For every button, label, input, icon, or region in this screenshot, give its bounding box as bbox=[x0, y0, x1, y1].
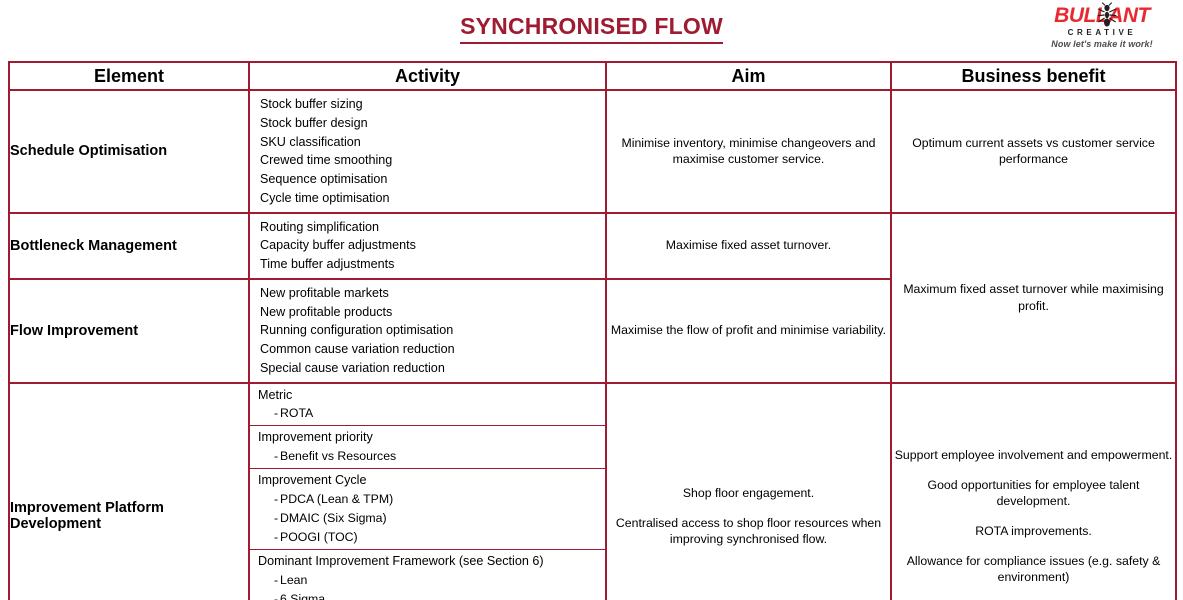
subblock-items: -ROTA bbox=[258, 404, 605, 423]
synchronised-flow-table: Element Activity Aim Business benefit Sc… bbox=[8, 61, 1177, 600]
column-header-element: Element bbox=[8, 61, 250, 91]
column-header-activity: Activity bbox=[248, 61, 607, 91]
activity-item: Stock buffer sizing bbox=[260, 97, 363, 111]
ant-icon bbox=[1097, 2, 1117, 27]
logo-subtitle: CREATIVE bbox=[1067, 28, 1137, 37]
table-row: Schedule Optimisation Stock buffer sizin… bbox=[8, 89, 1177, 214]
page-title-text: SYNCHRONISED FLOW bbox=[460, 13, 723, 44]
activity-subblock-dominant-improvement-framework: Dominant Improvement Framework (see Sect… bbox=[250, 550, 605, 600]
dash-bullet-icon: - bbox=[274, 592, 279, 600]
aim-paragraph: Shop floor engagement. bbox=[682, 486, 815, 501]
subblock-item: -DMAIC (Six Sigma) bbox=[258, 509, 605, 528]
subblock-title: Dominant Improvement Framework (see Sect… bbox=[258, 554, 544, 569]
subblock-items: -Lean -6 Sigma -Theory of Constraints (T… bbox=[258, 571, 605, 600]
subblock-item: -Lean bbox=[258, 571, 605, 590]
activity-list: Routing simplification Capacity buffer a… bbox=[250, 214, 605, 278]
dash-bullet-icon: - bbox=[274, 511, 279, 526]
aim-flow-improvement: Maximise the flow of profit and minimise… bbox=[605, 277, 892, 384]
activity-list: Stock buffer sizing Stock buffer design … bbox=[250, 91, 605, 212]
subblock-item-label: Lean bbox=[280, 573, 308, 588]
activity-item: Sequence optimisation bbox=[260, 172, 388, 186]
table-row: Bottleneck Management Routing simplifica… bbox=[8, 211, 1177, 384]
subblock-item: -ROTA bbox=[258, 404, 605, 423]
benefit-paragraph: Support employee involvement and empower… bbox=[894, 448, 1173, 463]
element-improvement-platform-development: Improvement Platform Development bbox=[8, 381, 250, 600]
table-header-row: Element Activity Aim Business benefit bbox=[8, 61, 1177, 91]
logo-word-right: ANT bbox=[1108, 4, 1150, 27]
subblock-item: -6 Sigma bbox=[258, 590, 605, 600]
subblock-item-label: 6 Sigma bbox=[280, 592, 326, 600]
subblock-title: Improvement Cycle bbox=[258, 473, 367, 488]
activity-item: SKU classification bbox=[260, 134, 361, 149]
activity-subblock-metric: Metric -ROTA bbox=[250, 384, 605, 427]
dash-bullet-icon: - bbox=[274, 492, 279, 507]
activity-item: Common cause variation reduction bbox=[260, 342, 455, 356]
subblock-item-label: Benefit vs Resources bbox=[280, 449, 397, 464]
dash-bullet-icon: - bbox=[274, 573, 279, 588]
aim-schedule-optimisation: Minimise inventory, minimise changeovers… bbox=[605, 89, 892, 214]
dash-bullet-icon: - bbox=[274, 449, 279, 464]
page-header: SYNCHRONISED FLOW BULLANT CREATIVE No bbox=[0, 0, 1183, 60]
benefit-bottleneck-flow-merged: Maximum fixed asset turnover while maxim… bbox=[890, 211, 1177, 384]
activity-item: Stock buffer design bbox=[260, 115, 368, 130]
table-row: Improvement Platform Development Metric … bbox=[8, 381, 1177, 600]
dash-bullet-icon: - bbox=[274, 406, 279, 421]
benefit-schedule-optimisation: Optimum current assets vs customer servi… bbox=[890, 89, 1177, 214]
subblock-items: -Benefit vs Resources bbox=[258, 447, 605, 466]
activity-subblock-list: Metric -ROTA Improvement priority -Benef… bbox=[250, 384, 605, 600]
aim-paragraph: Centralised access to shop floor resourc… bbox=[615, 515, 882, 547]
subblock-item-label: ROTA bbox=[280, 406, 314, 421]
subblock-title: Metric bbox=[258, 387, 293, 402]
activity-item: Capacity buffer adjustments bbox=[260, 238, 416, 253]
subblock-item: -Benefit vs Resources bbox=[258, 447, 605, 466]
element-flow-improvement: Flow Improvement bbox=[8, 277, 250, 384]
benefit-paragraph: ROTA improvements. bbox=[975, 523, 1092, 538]
aim-improvement-platform-development: Shop floor engagement. Centralised acces… bbox=[605, 381, 892, 600]
activity-subblock-improvement-priority: Improvement priority -Benefit vs Resourc… bbox=[250, 426, 605, 470]
element-schedule-optimisation: Schedule Optimisation bbox=[8, 89, 250, 214]
subblock-item: -POOGI (TOC) bbox=[258, 528, 605, 547]
benefit-paragraph: Allowance for compliance issues (e.g. sa… bbox=[906, 553, 1161, 585]
subblock-items: -PDCA (Lean & TPM) -DMAIC (Six Sigma) -P… bbox=[258, 490, 605, 547]
activity-cell-flow-improvement: New profitable markets New profitable pr… bbox=[248, 277, 607, 384]
activity-item: Crewed time smoothing bbox=[260, 153, 393, 168]
subblock-item-label: PDCA (Lean & TPM) bbox=[280, 492, 394, 507]
subblock-title: Improvement priority bbox=[258, 430, 373, 445]
subblock-item: -PDCA (Lean & TPM) bbox=[258, 490, 605, 509]
table-row: Flow Improvement New profitable markets … bbox=[8, 277, 1176, 384]
logo-word-left: BULL bbox=[1054, 4, 1109, 27]
logo-wordmark: BULLANT bbox=[1037, 2, 1167, 28]
aim-bottleneck-management: Maximise fixed asset turnover. bbox=[605, 211, 892, 280]
subblock-item-label: DMAIC (Six Sigma) bbox=[280, 511, 387, 526]
activity-item: Routing simplification bbox=[260, 219, 379, 234]
element-bottleneck-management: Bottleneck Management bbox=[8, 211, 250, 280]
logo-tagline: Now let's make it work! bbox=[1051, 39, 1153, 49]
subblock-item-label: POOGI (TOC) bbox=[280, 530, 358, 545]
activity-cell-improvement-platform-development: Metric -ROTA Improvement priority -Benef… bbox=[248, 381, 607, 600]
activity-item: Cycle time optimisation bbox=[260, 190, 390, 205]
bullant-creative-logo: BULLANT CREATIVE Now let's make it work! bbox=[1037, 2, 1167, 49]
activity-item: New profitable products bbox=[260, 304, 393, 319]
activity-item: Special cause variation reduction bbox=[260, 360, 445, 375]
activity-cell-schedule-optimisation: Stock buffer sizing Stock buffer design … bbox=[248, 89, 607, 214]
benefit-improvement-platform-development: Support employee involvement and empower… bbox=[890, 381, 1177, 600]
activity-cell-bottleneck-management: Routing simplification Capacity buffer a… bbox=[248, 211, 607, 280]
benefit-paragraph: Good opportunities for employee talent d… bbox=[927, 477, 1140, 509]
activity-item: New profitable markets bbox=[260, 285, 389, 300]
dash-bullet-icon: - bbox=[274, 530, 279, 545]
activity-item: Time buffer adjustments bbox=[260, 257, 395, 271]
column-header-benefit: Business benefit bbox=[890, 61, 1177, 91]
column-header-aim: Aim bbox=[605, 61, 892, 91]
activity-item: Running configuration optimisation bbox=[260, 323, 454, 338]
activity-list: New profitable markets New profitable pr… bbox=[250, 280, 605, 382]
page-title: SYNCHRONISED FLOW bbox=[0, 13, 1183, 44]
activity-subblock-improvement-cycle: Improvement Cycle -PDCA (Lean & TPM) -DM… bbox=[250, 469, 605, 551]
